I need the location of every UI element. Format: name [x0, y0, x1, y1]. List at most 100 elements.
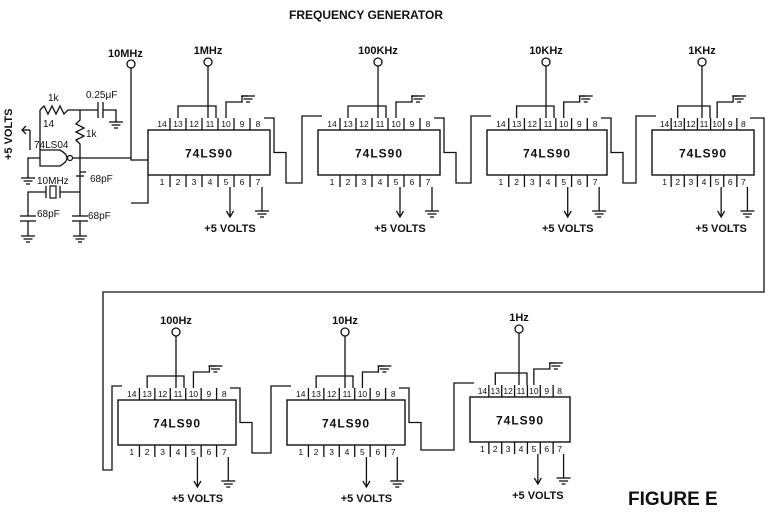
pin-number: 14	[296, 389, 306, 399]
osc-output-wire	[131, 175, 149, 204]
pin-number: 10	[529, 386, 539, 396]
pin-number: 2	[346, 177, 351, 187]
pin-number: 8	[426, 119, 431, 129]
ground-symbol	[21, 177, 35, 185]
counter-chip-label: 74LS90	[679, 147, 727, 161]
ground-symbol	[548, 362, 563, 370]
pin-number: 13	[311, 389, 321, 399]
pin-number: 3	[362, 177, 367, 187]
pin-number: 8	[557, 386, 562, 396]
ground-symbol	[425, 210, 439, 218]
pin-number: 6	[728, 177, 733, 187]
stage-frequency-label: 100Hz	[160, 315, 192, 327]
pin-number: 6	[544, 444, 549, 454]
stage-frequency-label: 1Hz	[509, 312, 529, 324]
ground-wire	[716, 96, 734, 118]
output-probe-terminal	[514, 324, 524, 334]
ground-symbol	[208, 365, 223, 373]
pin-number: 5	[531, 444, 536, 454]
stage-frequency-label: 100KHz	[358, 45, 398, 57]
pin-number: 2	[145, 447, 150, 457]
pin-number: 7	[391, 447, 396, 457]
pin-number: 12	[503, 386, 513, 396]
figure-label: FIGURE E	[628, 489, 718, 510]
pin-number: 6	[206, 447, 211, 457]
counter-chip-body	[286, 399, 406, 446]
feedback-wire	[177, 105, 217, 118]
stage-link-wire	[399, 382, 474, 451]
feedback-wire	[315, 375, 354, 388]
supply-arrow	[225, 210, 235, 219]
stage-link-wire	[601, 115, 656, 184]
pin-number: 8	[593, 119, 598, 129]
supply-label: +5 VOLTS	[695, 223, 746, 235]
counter-chip-label: 74LS90	[355, 147, 403, 161]
wire	[27, 157, 40, 178]
pin-number: 11	[206, 119, 215, 129]
osc-output-terminal	[126, 59, 136, 69]
counter-chip-label: 74LS90	[153, 417, 201, 431]
pin-number: 3	[688, 177, 693, 187]
ground-symbol	[732, 95, 747, 103]
pin-number: 9	[410, 119, 415, 129]
pin-number: 8	[256, 119, 261, 129]
resistor-1	[39, 104, 80, 116]
feedback-wire	[515, 105, 555, 118]
osc-output-label: 10MHz	[108, 48, 143, 60]
pin-number: 1	[480, 444, 485, 454]
gate-chip-label: 74LS04	[34, 140, 69, 151]
supply-label: +5 VOLTS	[341, 493, 392, 505]
ground-symbol	[73, 235, 87, 243]
pin-number: 13	[343, 119, 353, 129]
output-probe-terminal	[373, 57, 383, 67]
ground-symbol	[109, 121, 123, 129]
ground-wire	[563, 96, 581, 118]
capacitor-3-label: 68pF	[88, 211, 111, 222]
pin-number: 3	[329, 447, 334, 457]
ground-symbol	[592, 210, 607, 218]
supply-arrow	[21, 125, 27, 135]
feedback-wire	[494, 372, 528, 385]
ground-wire	[533, 363, 551, 385]
pin-number: 13	[173, 119, 183, 129]
pin-number: 7	[222, 447, 227, 457]
pin-number: 8	[391, 389, 396, 399]
pin-number: 9	[240, 119, 245, 129]
pin-number: 14	[478, 386, 488, 396]
resistor-2-label: 1k	[86, 129, 98, 140]
pin-number: 12	[686, 119, 696, 129]
pin-number: 11	[174, 389, 183, 399]
capacitor-2-label: 68pF	[37, 209, 60, 220]
counter-chip-label: 74LS90	[523, 147, 571, 161]
ground-symbol	[255, 210, 269, 218]
pin-number: 2	[514, 177, 519, 187]
pin-number: 4	[519, 444, 524, 454]
pin-number: 11	[376, 119, 385, 129]
pin-number: 14	[127, 389, 137, 399]
stage-link-wire	[434, 115, 491, 184]
ground-wire	[361, 366, 380, 388]
pin-number: 9	[544, 386, 549, 396]
pin-number: 2	[314, 447, 319, 457]
ground-symbol	[578, 95, 593, 103]
wire	[27, 191, 46, 216]
output-probe-terminal	[171, 327, 181, 337]
ground-wire	[225, 96, 243, 118]
pin-number: 10	[358, 389, 368, 399]
pin-number: 3	[506, 444, 511, 454]
counter-chip-body	[147, 129, 271, 176]
pin-number: 9	[728, 119, 733, 129]
pin-number: 12	[528, 119, 538, 129]
counter-chip-label: 74LS90	[185, 147, 233, 161]
pin-number: 1	[129, 447, 134, 457]
supply-label: +5 VOLTS	[374, 223, 425, 235]
pin-number: 5	[715, 177, 720, 187]
pin-number: 2	[176, 177, 181, 187]
supply-arrow	[193, 480, 202, 489]
